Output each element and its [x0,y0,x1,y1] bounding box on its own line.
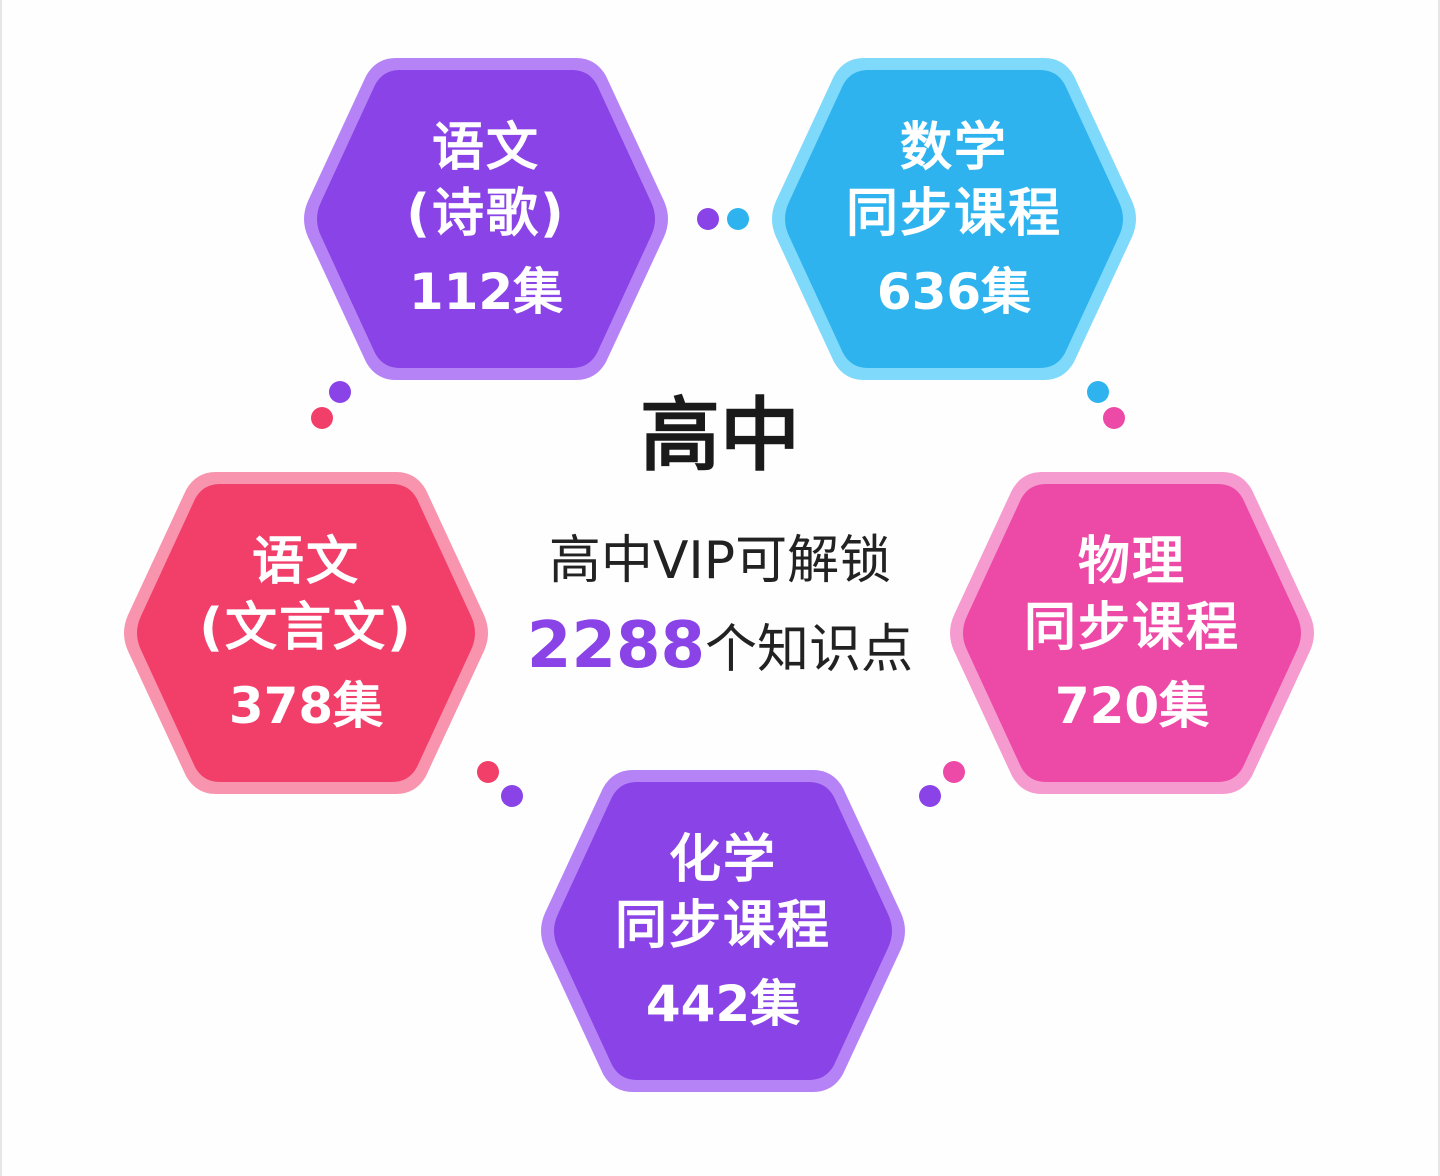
connector-dot [1087,381,1109,403]
connector-dot [311,407,333,429]
hex-node-chinese-poetry[interactable]: 语文 (诗歌) 112集 [300,50,672,388]
subject-name: 语文 [251,532,360,592]
subject-detail: (诗歌) [406,184,566,244]
subject-name: 化学 [668,830,777,890]
episode-count: 378集 [228,677,384,735]
subject-detail: (文言文) [199,598,413,658]
subject-name: 语文 [431,118,540,178]
left-edge-line [0,0,2,1176]
subject-detail: 同步课程 [845,184,1062,244]
hex-text: 语文 (诗歌) 112集 [300,50,672,388]
hex-node-chinese-classical[interactable]: 语文 (文言文) 378集 [120,464,492,802]
right-edge-line [1438,0,1440,1176]
hexagon-shape [772,58,1136,380]
connector-dot [919,785,941,807]
hexagon-shape [124,472,488,794]
subject-name: 物理 [1077,532,1186,592]
episode-count: 636集 [876,263,1032,321]
connector-dot [477,761,499,783]
episode-count: 720集 [1054,677,1210,735]
hex-text: 化学 同步课程 442集 [537,762,909,1100]
hexagon-shape [304,58,668,380]
connector-dot [329,381,351,403]
connector-dot [727,208,749,230]
connector-dot [697,208,719,230]
connector-dot [943,761,965,783]
subject-detail: 同步课程 [614,896,831,956]
episode-count: 112集 [408,263,564,321]
connector-dot [1103,407,1125,429]
subject-name: 数学 [899,118,1008,178]
hex-node-math[interactable]: 数学 同步课程 636集 [768,50,1140,388]
total-count: 2288 [526,609,706,683]
hexagon-shape [950,472,1314,794]
hexagon-shape [541,770,905,1092]
episode-count: 442集 [645,975,801,1033]
center-title: 高中 [640,389,800,482]
subject-detail: 同步课程 [1023,598,1240,658]
center-total-line: 2288个知识点 [480,608,960,688]
hex-text: 语文 (文言文) 378集 [120,464,492,802]
hex-text: 物理 同步课程 720集 [946,464,1318,802]
total-suffix: 个知识点 [705,620,914,680]
hex-text: 数学 同步课程 636集 [768,50,1140,388]
connector-dot [501,785,523,807]
hex-node-chemistry[interactable]: 化学 同步课程 442集 [537,762,909,1100]
hex-node-physics[interactable]: 物理 同步课程 720集 [946,464,1318,802]
center-subtitle: 高中VIP可解锁 [548,531,892,591]
